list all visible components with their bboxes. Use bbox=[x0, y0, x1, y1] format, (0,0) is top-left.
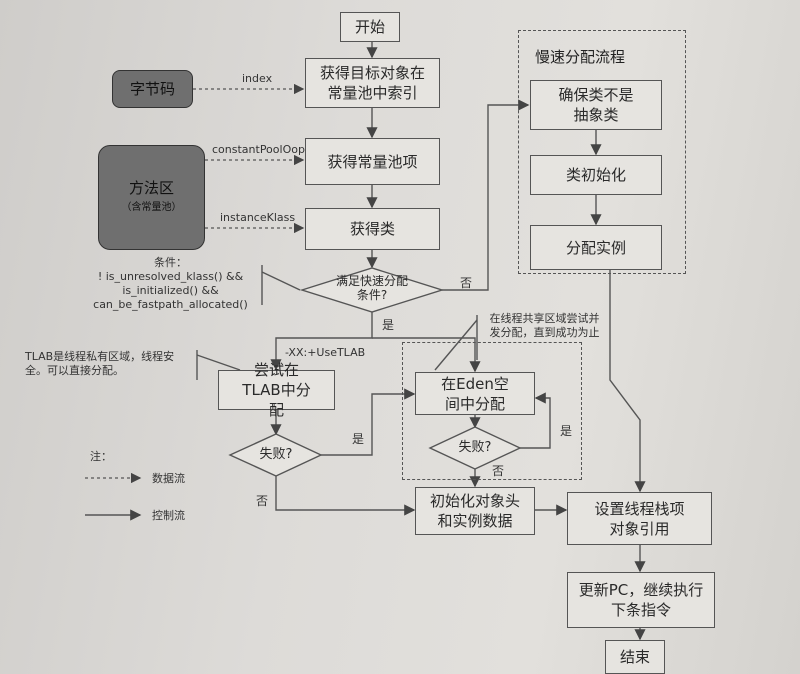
alloc-instance-node: 分配实例 bbox=[530, 225, 662, 270]
try-tlab-node: 尝试在TLAB中分配 bbox=[218, 361, 335, 419]
eden-region bbox=[402, 342, 582, 480]
eden-fail-decision: 失败? bbox=[458, 440, 492, 455]
cond-3: can_be_fastpath_allocated() bbox=[93, 298, 248, 311]
method-area-node: 方法区 （含常量池） bbox=[98, 145, 205, 250]
class-init-node: 类初始化 bbox=[530, 155, 662, 195]
tlab-no-label: 否 bbox=[256, 494, 269, 508]
update-pc-node: 更新PC，继续执行下条指令 bbox=[567, 572, 715, 628]
eden-no-label: 否 bbox=[492, 464, 505, 478]
end-node: 结束 bbox=[605, 640, 665, 674]
slow-path-title: 慢速分配流程 bbox=[535, 48, 626, 66]
set-ref-node: 设置线程栈项对象引用 bbox=[567, 492, 712, 545]
yes-fast-label: 是 bbox=[382, 318, 395, 332]
get-index-node: 获得目标对象在常量池中索引 bbox=[305, 58, 440, 108]
use-tlab-label: -XX:+UseTLAB bbox=[285, 346, 366, 359]
slow-path-region bbox=[518, 30, 686, 274]
tlab-yes-label: 是 bbox=[352, 432, 365, 446]
no-fast-label: 否 bbox=[460, 276, 473, 290]
cond-title: 条件： bbox=[154, 256, 187, 269]
legend-data-flow: 数据流 bbox=[152, 472, 185, 485]
eden-alloc-node: 在Eden空间中分配 bbox=[415, 372, 535, 415]
instance-klass-label: instanceKlass bbox=[220, 211, 296, 224]
fast-cond-decision: 满足快速分配条件? bbox=[335, 274, 408, 302]
cond-2: is_initialized() && bbox=[122, 284, 219, 297]
tlab-note: TLAB是线程私有区域，线程安全。可以直接分配。 bbox=[25, 350, 175, 377]
legend-title: 注： bbox=[90, 450, 112, 463]
constant-pool-oop-label: constantPoolOop bbox=[212, 143, 305, 156]
eden-note: 在线程共享区域尝试并发分配，直到成功为止 bbox=[489, 312, 600, 339]
tlab-fail-decision: 失败? bbox=[259, 447, 293, 462]
index-label: index bbox=[242, 72, 273, 85]
method-area-label: 方法区 bbox=[128, 178, 174, 197]
legend-control-flow: 控制流 bbox=[152, 509, 185, 522]
init-header-node: 初始化对象头和实例数据 bbox=[415, 487, 535, 535]
condition-note: 条件： ! is_unresolved_klass() && is_initia… bbox=[88, 256, 253, 312]
get-class-node: 获得类 bbox=[305, 208, 440, 250]
start-node: 开始 bbox=[340, 12, 400, 42]
get-cp-item-node: 获得常量池项 bbox=[305, 138, 440, 185]
bytecode-node: 字节码 bbox=[112, 70, 193, 108]
cond-1: ! is_unresolved_klass() && bbox=[97, 270, 244, 283]
method-area-sub: （含常量池） bbox=[121, 201, 182, 213]
eden-yes-label: 是 bbox=[560, 424, 573, 438]
ensure-not-abstract-node: 确保类不是抽象类 bbox=[530, 80, 662, 130]
